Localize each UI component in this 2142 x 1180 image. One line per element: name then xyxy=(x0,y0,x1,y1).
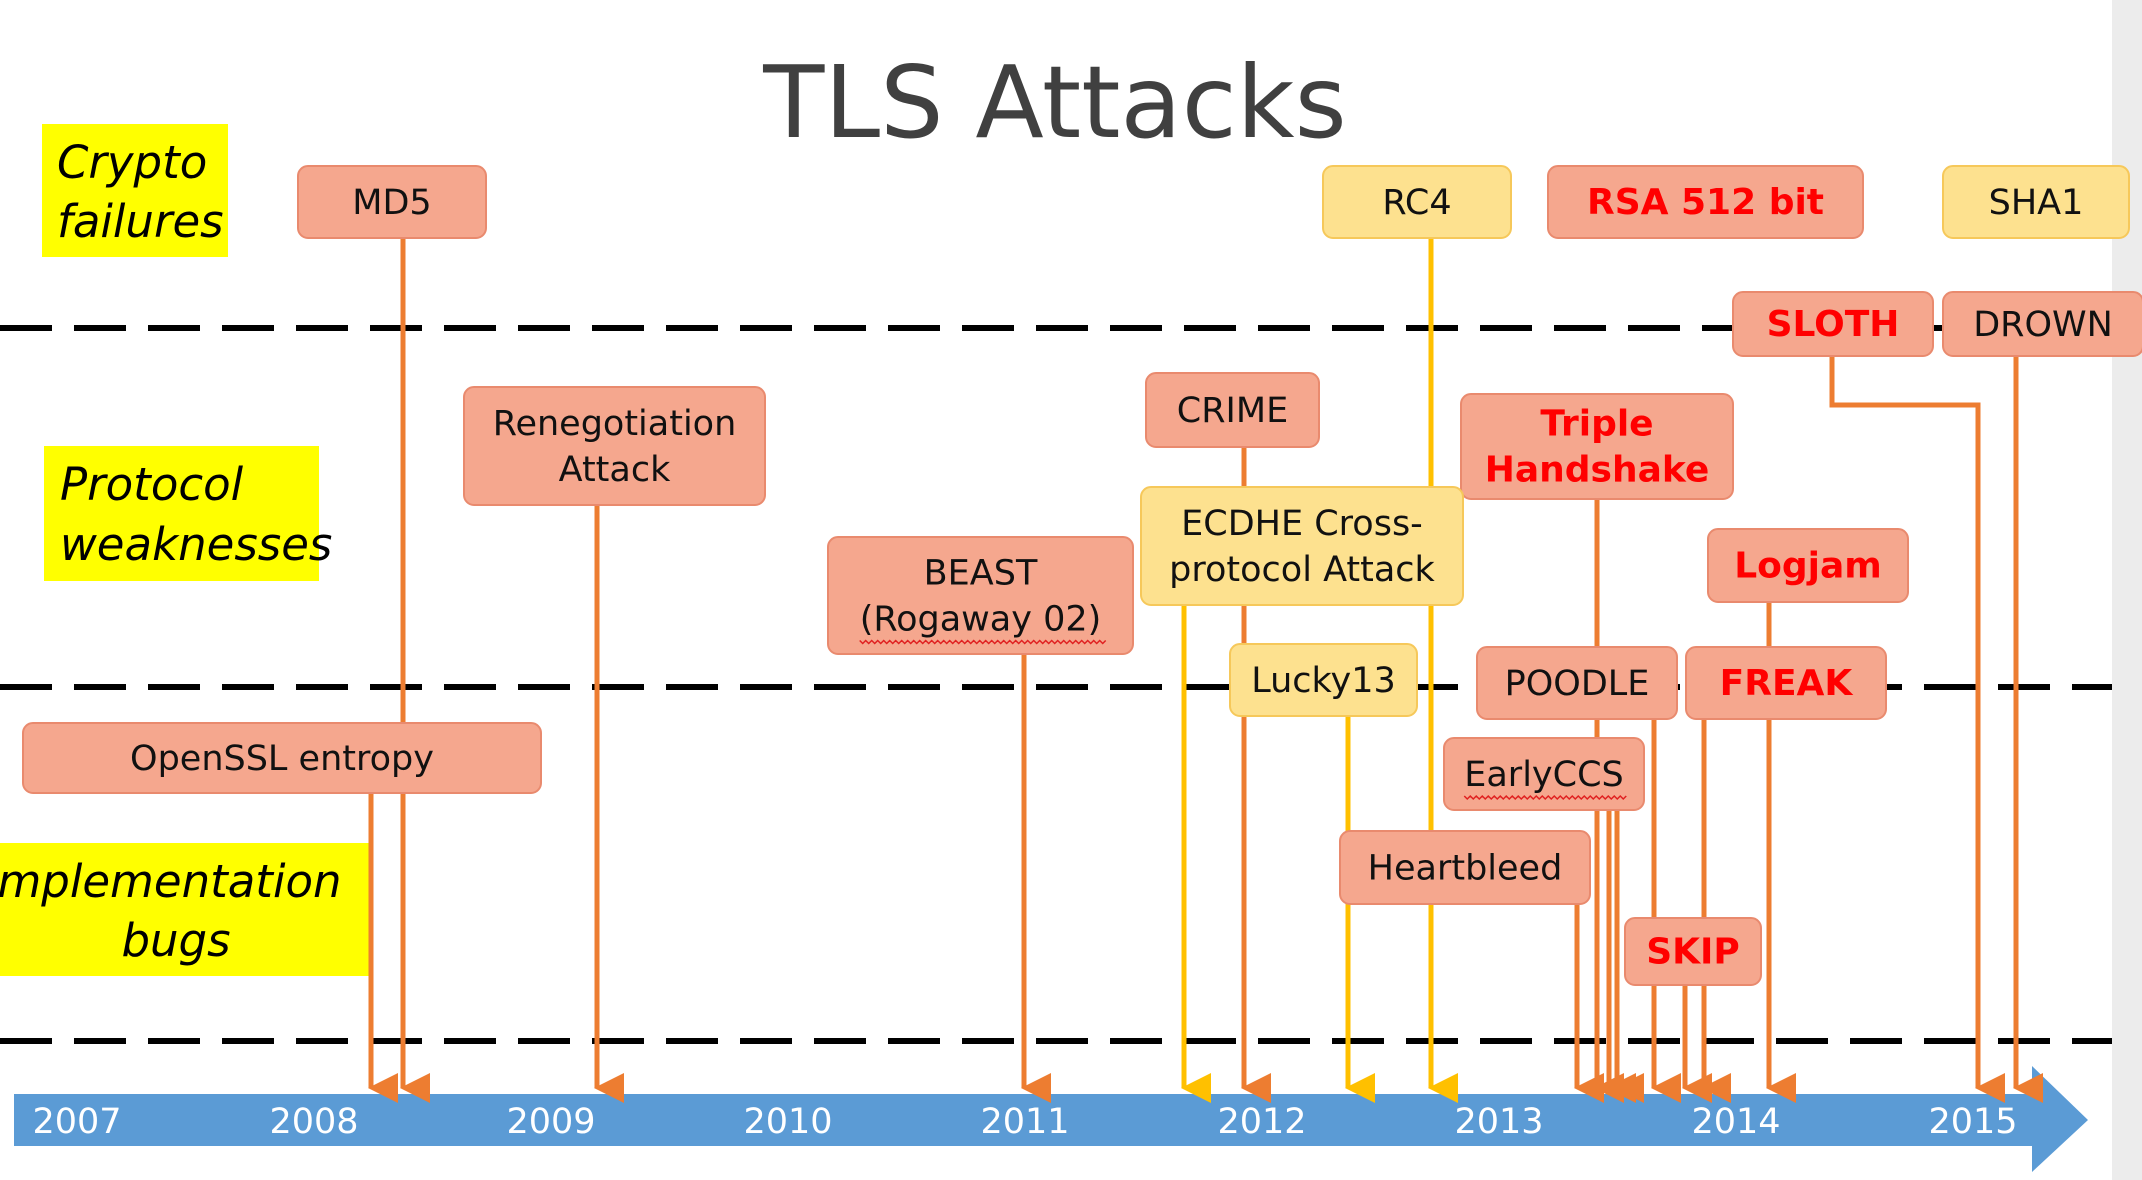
category-crypto-line: Crypto xyxy=(57,136,207,189)
attack-label-poodle: POODLE xyxy=(1505,664,1650,704)
connector-lines xyxy=(368,238,2043,1103)
attack-label-crime: CRIME xyxy=(1177,391,1288,431)
attack-box-bg xyxy=(1229,643,1418,717)
connector-sloth xyxy=(1829,356,2005,1103)
page-title: TLS Attacks xyxy=(762,44,1346,161)
attack-box-freak: FREAK xyxy=(1685,646,1887,720)
timeline-arrow xyxy=(14,1066,2088,1172)
attack-box-bg xyxy=(1942,291,2142,357)
attack-box-sha1: SHA1 xyxy=(1942,165,2130,239)
attack-box-crime: CRIME xyxy=(1145,372,1320,448)
attack-label-triple: Handshake xyxy=(1485,450,1710,491)
timeline-year-label: 2009 xyxy=(506,1102,595,1142)
attack-box-bg xyxy=(1942,165,2130,239)
attack-box-bg xyxy=(1322,165,1512,239)
attack-label-freak: FREAK xyxy=(1720,663,1854,704)
timeline-year-label: 2007 xyxy=(32,1102,121,1142)
attack-label-beast: BEAST xyxy=(924,554,1038,594)
attack-box-bg xyxy=(22,722,542,794)
attack-box-bg xyxy=(827,536,1134,655)
attack-box-logjam: Logjam xyxy=(1707,528,1909,603)
attack-label-beast: (Rogaway 02) xyxy=(860,600,1102,640)
attack-box-earlyccs: EarlyCCS xyxy=(1443,737,1645,811)
attack-label-skip: SKIP xyxy=(1646,932,1740,973)
attack-label-heartbleed: Heartbleed xyxy=(1368,849,1563,889)
category-impl-line: Implementation xyxy=(0,855,342,908)
spellcheck-squiggle xyxy=(859,639,1107,645)
attack-box-beast: BEAST (Rogaway 02) xyxy=(827,536,1134,655)
attack-label-earlyccs: EarlyCCS xyxy=(1464,755,1623,795)
attack-label-logjam: Logjam xyxy=(1734,546,1882,587)
attack-box-openssl: OpenSSL entropy xyxy=(22,722,542,794)
attack-box-drown: DROWN xyxy=(1942,291,2142,357)
category-crypto-label: Crypto failures xyxy=(57,136,224,248)
attack-box-heartbleed: Heartbleed xyxy=(1339,830,1591,905)
attack-box-bg xyxy=(1547,165,1864,239)
attack-label-drown: DROWN xyxy=(1973,305,2113,345)
timeline-year-label: 2015 xyxy=(1928,1102,2017,1142)
attack-label-rc4: RC4 xyxy=(1382,183,1451,223)
attack-label-sha1: SHA1 xyxy=(1989,183,2084,223)
timeline-year-label: 2014 xyxy=(1691,1102,1780,1142)
attack-box-lucky13: Lucky13 xyxy=(1229,643,1418,717)
timeline-year-label: 2012 xyxy=(1217,1102,1306,1142)
attack-label-rsa512: RSA 512 bit xyxy=(1587,182,1824,223)
attack-box-bg xyxy=(1140,486,1464,606)
category-impl-label: Implementation bugs xyxy=(0,855,356,967)
category-impl-bg xyxy=(0,843,370,976)
attack-label-openssl: OpenSSL entropy xyxy=(130,739,434,779)
attack-box-bg xyxy=(1339,830,1591,905)
attack-box-skip: SKIP xyxy=(1624,917,1762,986)
attack-box-md5: MD5 xyxy=(297,165,487,239)
attack-label-renego: Attack xyxy=(559,450,671,490)
attack-label-triple: Triple xyxy=(1540,404,1653,445)
timeline-year-label: 2008 xyxy=(269,1102,358,1142)
attack-box-ecdhe: ECDHE Cross-protocol Attack xyxy=(1140,486,1464,606)
attack-label-ecdhe: protocol Attack xyxy=(1169,550,1435,590)
attack-box-sloth: SLOTH xyxy=(1732,291,1934,357)
spellcheck-squiggle xyxy=(1463,794,1627,801)
attack-box-bg xyxy=(1685,646,1887,720)
separator-lines xyxy=(0,325,2112,1044)
timeline-year-label: 2011 xyxy=(980,1102,1069,1142)
attack-label-md5: MD5 xyxy=(352,183,431,223)
attack-box-bg xyxy=(1732,291,1934,357)
category-crypto-bg xyxy=(42,124,228,257)
category-protocol-line: Protocol xyxy=(60,458,244,511)
timeline-year-label: 2013 xyxy=(1454,1102,1543,1142)
attack-box-bg xyxy=(1624,917,1762,986)
category-protocol-line: weaknesses xyxy=(60,518,332,571)
category-protocol-label: Protocol weaknesses xyxy=(60,458,332,571)
attack-box-bg xyxy=(1707,528,1909,603)
attack-label-ecdhe: ECDHE Cross- xyxy=(1181,504,1423,544)
attack-box-bg xyxy=(463,386,766,506)
attack-box-bg xyxy=(1145,372,1320,448)
category-protocol-bg xyxy=(44,446,319,581)
attack-box-bg xyxy=(297,165,487,239)
timeline-years: 2007 2008 2009 2010 2011 2012 2013 2014 2015 xyxy=(32,1102,2017,1142)
attack-box-bg xyxy=(1460,393,1734,500)
attack-box-poodle: POODLE xyxy=(1476,646,1678,720)
attack-label-sloth: SLOTH xyxy=(1767,304,1900,345)
attack-box-rc4: RC4 xyxy=(1322,165,1512,239)
category-labels: Crypto failures Protocol weaknesses Impl… xyxy=(0,124,370,976)
attack-label-renego: Renegotiation xyxy=(493,404,737,444)
timeline-year-label: 2010 xyxy=(743,1102,832,1142)
attack-box-rsa512: RSA 512 bit xyxy=(1547,165,1864,239)
category-crypto-line: failures xyxy=(57,195,224,248)
attack-box-bg xyxy=(1476,646,1678,720)
attack-label-lucky13: Lucky13 xyxy=(1251,661,1396,701)
attack-box-bg xyxy=(1443,737,1645,811)
category-impl-line: bugs xyxy=(121,914,230,967)
